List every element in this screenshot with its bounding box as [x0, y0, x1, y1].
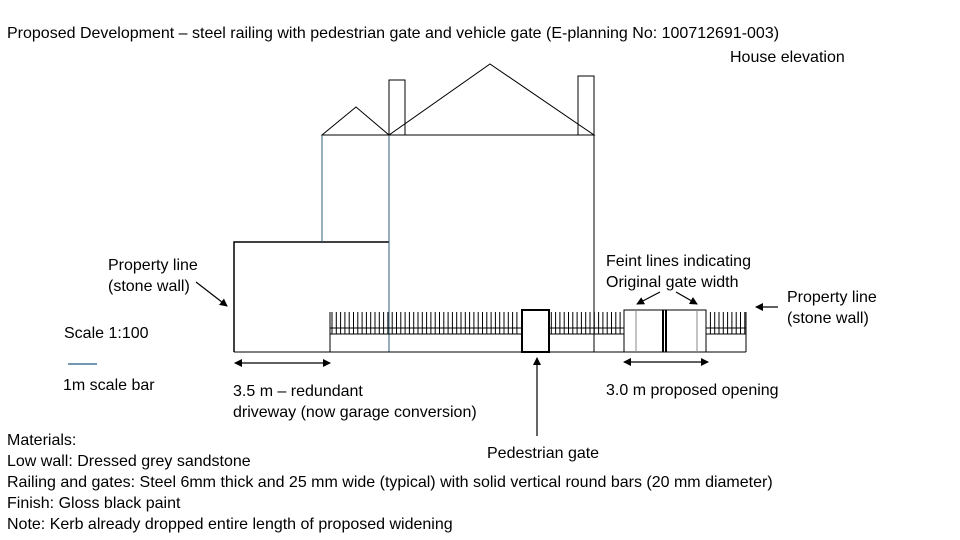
driveway-label: 3.5 m – redundant driveway (now garage c…	[233, 381, 477, 423]
materials-finish: Finish: Gloss black paint	[7, 495, 181, 512]
property-line-right-label: Property line (stone wall)	[787, 287, 877, 329]
materials-note: Note: Kerb already dropped entire length…	[7, 516, 453, 533]
scale-label: Scale 1:100	[64, 325, 149, 342]
property-line-left-line2: (stone wall)	[108, 278, 190, 295]
property-line-right-line2: (stone wall)	[787, 310, 869, 327]
property-line-right-line1: Property line	[787, 289, 877, 306]
annotation-arrows	[195, 281, 778, 436]
feint-lines-label: Feint lines indicating Original gate wid…	[606, 251, 751, 293]
feint-lines-label-line1: Feint lines indicating	[606, 253, 751, 270]
house-elevation-label: House elevation	[730, 49, 845, 66]
house-outline	[233, 63, 596, 353]
pedestrian-gate-label: Pedestrian gate	[487, 445, 600, 462]
driveway-label-line1: 3.5 m – redundant	[233, 383, 363, 400]
materials-railing: Railing and gates: Steel 6mm thick and 2…	[7, 474, 773, 491]
materials-wall: Low wall: Dressed grey sandstone	[7, 453, 251, 470]
materials-heading: Materials:	[7, 432, 77, 449]
gates	[521, 309, 707, 353]
proposed-opening-label: 3.0 m proposed opening	[606, 382, 779, 399]
scale-bar-label: 1m scale bar	[63, 377, 155, 394]
driveway-label-line2: driveway (now garage conversion)	[233, 404, 477, 421]
materials-block: Materials: Low wall: Dressed grey sandst…	[7, 430, 773, 535]
diagram-title: Proposed Development – steel railing wit…	[7, 25, 780, 42]
property-line-left-line1: Property line	[108, 257, 198, 274]
property-line-left-label: Property line (stone wall)	[108, 255, 198, 297]
feint-lines-label-line2: Original gate width	[606, 274, 739, 291]
pedestrian-gate	[521, 309, 550, 353]
